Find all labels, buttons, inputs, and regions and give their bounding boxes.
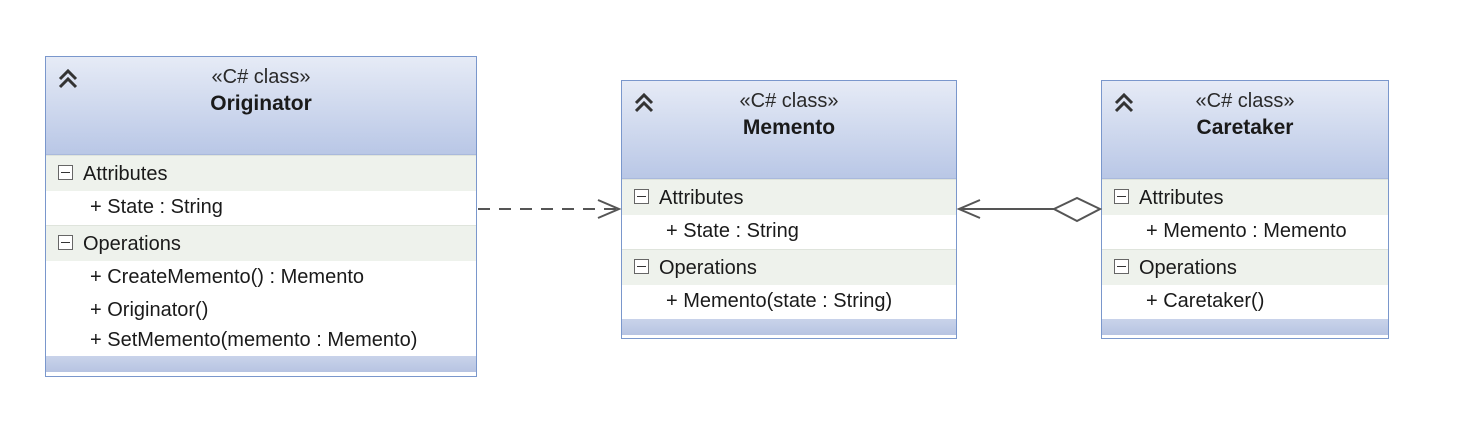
dependency-connector[interactable] [478, 199, 622, 219]
aggregation-connector[interactable] [956, 196, 1103, 223]
collapse-minus-icon[interactable] [58, 165, 73, 181]
class-name: Caretaker [1196, 116, 1294, 139]
attributes-label: Attributes [83, 163, 168, 185]
attributes-label: Attributes [1139, 187, 1224, 209]
collapse-chevron-icon[interactable] [630, 89, 658, 117]
operations-label: Operations [83, 233, 181, 255]
operations-section-header[interactable]: Operations [46, 225, 476, 261]
class-footer [622, 319, 956, 335]
operation-row[interactable]: + CreateMemento() : Memento [46, 261, 476, 295]
collapse-chevron-icon[interactable] [54, 65, 82, 93]
operations-section-header[interactable]: Operations [622, 249, 956, 285]
collapse-minus-icon[interactable] [58, 235, 73, 251]
class-name: Memento [742, 116, 836, 139]
attribute-row[interactable]: + State : String [622, 215, 956, 249]
class-header[interactable]: «C# class» Caretaker [1102, 81, 1388, 179]
class-originator[interactable]: «C# class» Originator Attributes + State… [45, 56, 477, 377]
collapse-minus-icon[interactable] [634, 189, 649, 205]
class-memento[interactable]: «C# class» Memento Attributes + State : … [621, 80, 957, 339]
attribute-row[interactable]: + State : String [46, 191, 476, 225]
operation-row[interactable]: + Memento(state : String) [622, 285, 956, 319]
class-caretaker[interactable]: «C# class» Caretaker Attributes + Mement… [1101, 80, 1389, 339]
stereotype: «C# class» [211, 66, 311, 88]
open-arrowhead-icon [597, 199, 622, 219]
stereotype: «C# class» [739, 90, 839, 112]
operation-row[interactable]: + Originator() [46, 295, 476, 325]
attribute-row[interactable]: + Memento : Memento [1102, 215, 1388, 249]
operations-section-header[interactable]: Operations [1102, 249, 1388, 285]
attributes-label: Attributes [659, 187, 744, 209]
operation-row[interactable]: + Caretaker() [1102, 285, 1388, 319]
operations-label: Operations [659, 257, 757, 279]
stereotype: «C# class» [1195, 90, 1295, 112]
class-name: Originator [210, 92, 312, 115]
collapse-minus-icon[interactable] [1114, 259, 1129, 275]
aggregation-diamond-icon [1051, 196, 1103, 223]
class-footer [1102, 319, 1388, 335]
class-footer [46, 356, 476, 372]
operation-row[interactable]: + SetMemento(memento : Memento) [46, 325, 476, 355]
attributes-section-header[interactable]: Attributes [1102, 179, 1388, 215]
attributes-section-header[interactable]: Attributes [622, 179, 956, 215]
collapse-chevron-icon[interactable] [1110, 89, 1138, 117]
class-header[interactable]: «C# class» Memento [622, 81, 956, 179]
collapse-minus-icon[interactable] [1114, 189, 1129, 205]
class-header[interactable]: «C# class» Originator [46, 57, 476, 155]
open-arrowhead-icon [956, 199, 981, 219]
collapse-minus-icon[interactable] [634, 259, 649, 275]
operations-label: Operations [1139, 257, 1237, 279]
attributes-section-header[interactable]: Attributes [46, 155, 476, 191]
